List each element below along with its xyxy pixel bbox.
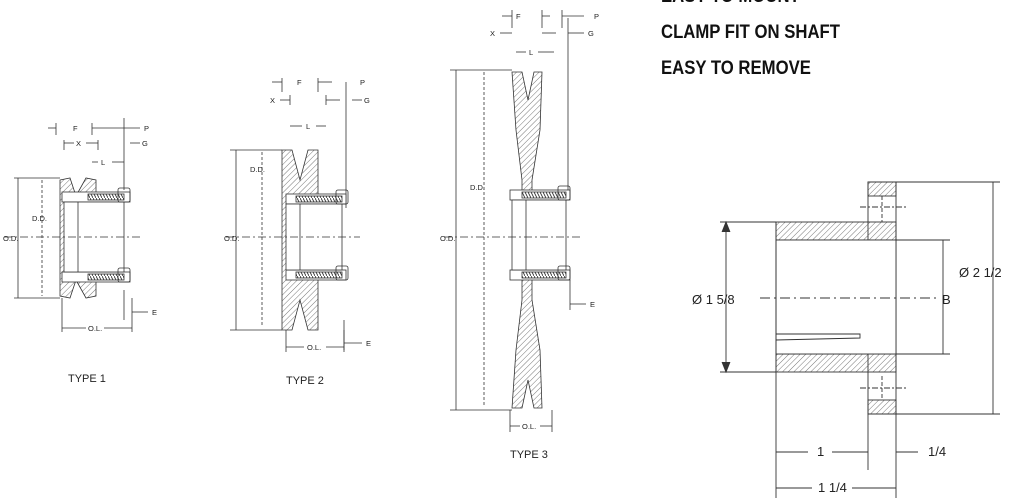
feature-clamp-fit: CLAMP FIT ON SHAFT <box>661 22 840 43</box>
type3-p-label: P <box>594 12 599 21</box>
type1-ol-label: O.L. <box>88 324 102 333</box>
type2-od-label: O.D. <box>224 234 239 243</box>
type2-g-label: G <box>364 96 370 105</box>
type2-labels: F P X G L D.D. O.D. O.L. E TYPE 2 <box>224 78 371 387</box>
type3-g-label: G <box>588 29 594 38</box>
type3-dd-label: D.D. <box>470 183 485 192</box>
type3-top-dimensions <box>500 10 584 190</box>
type3-x-label: X <box>490 29 495 38</box>
bushing-bore-dia-label: Ø 1 5/8 <box>692 292 735 307</box>
type1-top-dimensions <box>48 118 140 190</box>
type3-drawing <box>444 10 586 432</box>
type3-od-label: O.D. <box>440 234 455 243</box>
type1-l-label: L <box>101 158 105 167</box>
type3-ol-label: O.L. <box>522 422 536 431</box>
type2-x-label: X <box>270 96 275 105</box>
bushing-length-label: 1 <box>817 444 824 459</box>
type2-p-label: P <box>360 78 365 87</box>
type1-p-label: P <box>144 124 149 133</box>
type1-od-label: O.D. <box>3 234 18 243</box>
type1-caption: TYPE 1 <box>68 373 106 385</box>
type1-drawing <box>4 118 148 332</box>
type2-ol-label: O.L. <box>307 343 321 352</box>
type3-labels: F P X G L D.D. O.D. O.L. E TYPE 3 <box>440 12 599 461</box>
type3-e-label: E <box>590 300 595 309</box>
bushing-flange-dia-label: Ø 2 1/2 <box>959 265 1002 280</box>
type1-g-label: G <box>142 139 148 148</box>
bushing-flange-thk-label: 1/4 <box>928 444 946 459</box>
type3-l-label: L <box>529 48 533 57</box>
type2-caption: TYPE 2 <box>286 375 324 387</box>
type2-top-dimensions <box>272 78 362 208</box>
type1-x-label: X <box>76 139 81 148</box>
bushing-drawing <box>720 181 1000 498</box>
type2-f-label: F <box>297 78 302 87</box>
bushing-overall-label: 1 1/4 <box>818 480 847 495</box>
type2-dd-label: D.D. <box>250 165 265 174</box>
bushing-labels: Ø 1 5/8 Ø 2 1/2 B 1 1/4 1 1/4 <box>692 265 1002 495</box>
bushing-b-label: B <box>942 292 951 307</box>
type1-f-label: F <box>73 124 78 133</box>
feature-easy-mount: EASY TO MOUNT <box>661 0 800 8</box>
type1-dd-label: D.D. <box>32 214 47 223</box>
type2-e-label: E <box>366 339 371 348</box>
type1-e-label: E <box>152 308 157 317</box>
type2-l-label: L <box>306 122 310 131</box>
type1-labels: F P X G L D.D. O.D. O.L. E TYPE 1 <box>3 124 157 385</box>
type2-drawing <box>226 78 362 352</box>
feature-easy-remove: EASY TO REMOVE <box>661 58 811 79</box>
type3-f-label: F <box>516 12 521 21</box>
type3-caption: TYPE 3 <box>510 449 548 461</box>
